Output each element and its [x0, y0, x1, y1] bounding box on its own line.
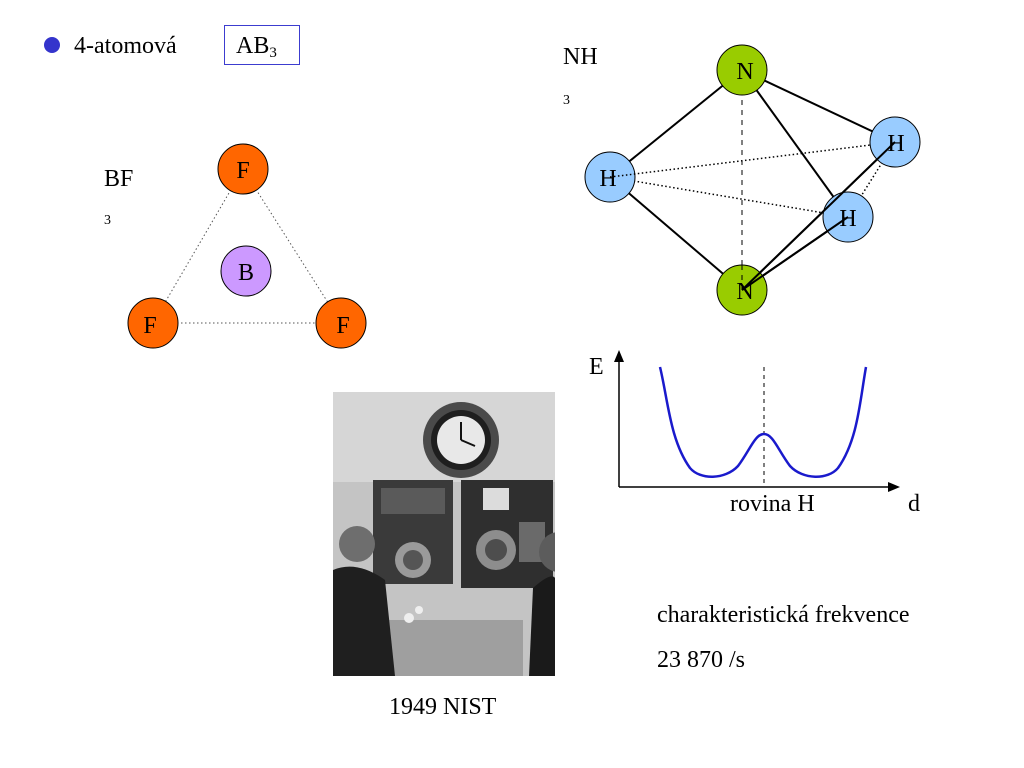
energy-y-label: E: [589, 354, 604, 380]
bullet-dot: [44, 37, 60, 53]
ab3-formula: AB3: [236, 34, 277, 61]
bf3-atom-f-left-label: F: [143, 313, 156, 339]
frequency-title: charakteristická frekvence: [657, 602, 910, 628]
nh3-bond-ntop-hright: [741, 69, 896, 143]
bf3-atom-f-left: [127, 297, 179, 349]
bf3-bond-top-left: [152, 168, 244, 324]
energy-center-label: rovina H: [730, 491, 815, 517]
nh3-plane-hright-hmid: [847, 141, 896, 218]
nh3-bond-ntop-hleft: [609, 69, 743, 178]
ab3-formula-main: AB: [236, 33, 270, 59]
bf3-label-sub: 3: [104, 213, 111, 228]
nh3-bond-nbot-hright-front: [741, 141, 896, 291]
nh3-bond-nbot-hmid-front: [741, 216, 849, 291]
energy-y-axis-arrow: [614, 350, 624, 362]
bf3-molecule: F F F B: [127, 143, 367, 349]
nh3-atom-h-left-label: H: [599, 166, 616, 192]
nh3-plane-over-hleft: [609, 173, 636, 178]
ab3-formula-box: [224, 25, 300, 65]
bf3-atom-f-top: [217, 143, 269, 195]
nh3-plane-hleft-hright: [609, 141, 896, 178]
nh3-atom-h-right-label: H: [887, 131, 904, 157]
nh3-bond-ntop-hmid: [741, 69, 849, 218]
bf3-atom-f-right-label: F: [336, 313, 349, 339]
energy-chart: E d rovina H: [589, 350, 920, 517]
bf3-atom-f-right: [315, 297, 367, 349]
historic-photo: [333, 392, 555, 676]
nh3-molecule: N N H H H: [584, 44, 921, 316]
energy-curve: [658, 366, 868, 478]
energy-x-axis-arrow: [888, 482, 900, 492]
bullet-text: 4-atomová: [74, 33, 177, 59]
historic-photo-image: [333, 392, 555, 676]
nh3-plane-hleft-hmid: [609, 176, 849, 218]
bf3-atom-b-label: B: [238, 260, 254, 286]
nh3-label-sub: 3: [563, 93, 570, 108]
nh3-atom-n-bottom-label: N: [736, 279, 753, 305]
nh3-bond-nbot-hleft: [609, 176, 743, 291]
bf3-atom-b-center: [220, 245, 272, 297]
energy-x-label: d: [908, 491, 920, 517]
photo-caption: 1949 NIST: [389, 694, 497, 720]
bf3-atom-f-top-label: F: [236, 158, 249, 184]
bf3-label: BF: [104, 166, 134, 192]
nh3-label: NH: [563, 44, 598, 70]
nh3-atom-h-mid-label: H: [839, 206, 856, 232]
frequency-value: 23 870 /s: [657, 647, 746, 673]
ab3-formula-sub: 3: [269, 45, 277, 61]
nh3-atom-n-top-label: N: [736, 59, 753, 85]
bf3-bond-top-right: [242, 168, 342, 324]
nh3-atom-n-top: [716, 44, 768, 96]
